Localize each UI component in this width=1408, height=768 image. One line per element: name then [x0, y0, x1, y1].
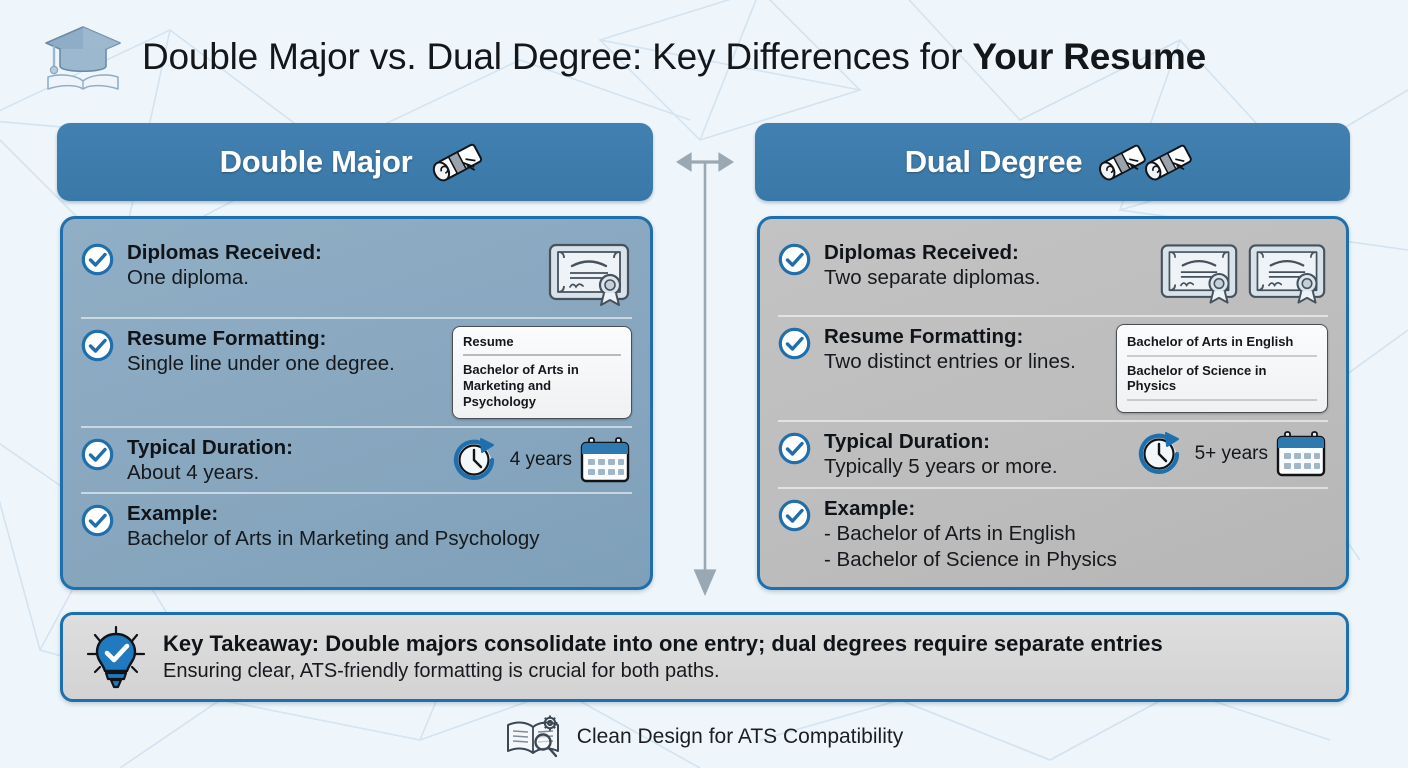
- check-circle-icon: [778, 327, 811, 360]
- row-value: One diploma.: [127, 266, 249, 289]
- row-label: Typical Duration:: [127, 435, 293, 459]
- table-row: Example: Bachelor of Arts in Marketing a…: [81, 492, 632, 559]
- clock-refresh-icon: [453, 437, 494, 480]
- row-value-line-1: - Bachelor of Arts in English: [824, 521, 1076, 545]
- table-row: Resume Formatting: Single line under one…: [81, 317, 632, 426]
- row-label: Diplomas Received:: [127, 241, 322, 264]
- row-label: Example:: [824, 496, 916, 520]
- row-value: Single line under one degree.: [127, 352, 395, 375]
- table-row: Typical Duration: About 4 years. 4 years: [81, 425, 632, 493]
- graduation-cap-book-icon: [45, 26, 121, 90]
- row-label: Example:: [127, 502, 219, 526]
- duration-value: 5+ years: [1194, 443, 1268, 464]
- check-circle-icon: [81, 243, 114, 276]
- check-circle-icon: [81, 505, 114, 537]
- calendar-icon: [580, 436, 630, 482]
- certificate-icon: [1160, 244, 1238, 304]
- page-header: Double Major vs. Dual Degree: Key Differ…: [40, 18, 1370, 96]
- row-value: Typically 5 years or more.: [824, 455, 1058, 478]
- certificate-icon: [548, 243, 630, 306]
- table-row: Diplomas Received: One diploma.: [81, 233, 632, 317]
- divider: [1127, 399, 1317, 401]
- footer: Clean Design for ATS Compatibility: [0, 712, 1408, 762]
- takeaway-headline: Key Takeaway: Double majors consolidate …: [163, 631, 1163, 657]
- check-circle-icon: [778, 499, 811, 532]
- row-value: Bachelor of Arts in Marketing and Psycho…: [127, 527, 540, 551]
- takeaway-subtext: Ensuring clear, ATS-friendly formatting …: [163, 659, 720, 682]
- divider: [1127, 355, 1317, 357]
- table-row: Example: - Bachelor of Arts in English -…: [778, 486, 1328, 580]
- check-circle-icon: [81, 329, 114, 362]
- resume-card-body: Bachelor of Arts in Marketing and Psycho…: [463, 361, 579, 410]
- check-circle-icon: [778, 432, 811, 465]
- row-value: About 4 years.: [127, 460, 260, 484]
- footer-text: Clean Design for ATS Compatibility: [576, 725, 904, 748]
- open-book-gear-magnifier-icon: [506, 715, 559, 758]
- duration-value: 4 years: [509, 448, 572, 470]
- row-value: Two distinct entries or lines.: [824, 350, 1076, 373]
- lightbulb-check-icon: [86, 625, 146, 689]
- row-label: Resume Formatting:: [127, 327, 327, 350]
- row-label: Typical Duration:: [824, 430, 990, 453]
- page-title: Double Major vs. Dual Degree: Key Differ…: [142, 36, 1206, 77]
- certificate-icon: [1248, 244, 1326, 304]
- resume-preview-card: Resume Bachelor of Arts in Marketing and…: [452, 326, 632, 419]
- table-row: Diplomas Received: Two separate diplomas…: [778, 233, 1328, 315]
- double-diploma-scroll-icon: [1099, 144, 1193, 181]
- column-header-label: Double Major: [219, 144, 413, 179]
- key-takeaway-banner: Key Takeaway: Double majors consolidate …: [60, 612, 1349, 702]
- row-label: Diplomas Received:: [824, 241, 1019, 264]
- row-label: Resume Formatting:: [824, 325, 1024, 348]
- clock-refresh-icon: [1138, 432, 1179, 474]
- row-value: Two separate diplomas.: [824, 266, 1041, 289]
- panel-dual-degree: Diplomas Received: Two separate diplomas…: [757, 216, 1349, 590]
- panel-double-major: Diplomas Received: One diploma.: [60, 216, 653, 590]
- column-header-double-major: Double Major: [57, 123, 653, 201]
- single-diploma-scroll-icon: [433, 143, 483, 182]
- row-value-line-2: - Bachelor of Science in Physics: [824, 547, 1117, 571]
- resume-preview-card: Bachelor of Arts in English Bachelor of …: [1116, 324, 1328, 413]
- resume-card-line-1: Bachelor of Arts in English: [1127, 334, 1294, 349]
- divider: [463, 354, 621, 356]
- calendar-icon: [1276, 431, 1326, 477]
- resume-card-title: Resume: [463, 334, 514, 349]
- comparison-connector-arrow: [676, 152, 734, 597]
- check-circle-icon: [81, 438, 114, 470]
- column-header-label: Dual Degree: [904, 144, 1083, 179]
- check-circle-icon: [778, 243, 811, 276]
- column-header-dual-degree: Dual Degree: [755, 123, 1350, 201]
- table-row: Typical Duration: Typically 5 years or m…: [778, 420, 1328, 487]
- table-row: Resume Formatting: Two distinct entries …: [778, 315, 1328, 420]
- resume-card-line-2: Bachelor of Science in Physics: [1127, 363, 1267, 393]
